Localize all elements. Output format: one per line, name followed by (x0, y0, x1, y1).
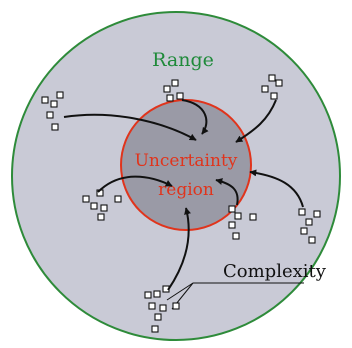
arrow-from-top-center (181, 99, 209, 135)
uncertainty-label-line1: Uncertainty (135, 151, 238, 171)
arrow-from-left (97, 175, 173, 193)
arrow-from-right (249, 169, 304, 208)
arrow-from-top-right (235, 99, 277, 143)
cluster-right (298, 208, 321, 244)
arrow-from-top-left (63, 113, 197, 141)
cluster-bottom (144, 285, 180, 333)
cluster-left (82, 189, 122, 221)
arrow-from-bottom (167, 207, 191, 291)
cluster-top-center (163, 79, 184, 102)
range-label: Range (152, 49, 214, 71)
complexity-label: Complexity (223, 261, 327, 282)
convergence-arrows (63, 99, 304, 291)
cluster-top-right (261, 74, 283, 100)
cluster-center-right (228, 205, 257, 240)
square-clusters (41, 74, 321, 333)
cluster-top-left (41, 91, 64, 131)
arrow-from-center-right (215, 178, 239, 206)
